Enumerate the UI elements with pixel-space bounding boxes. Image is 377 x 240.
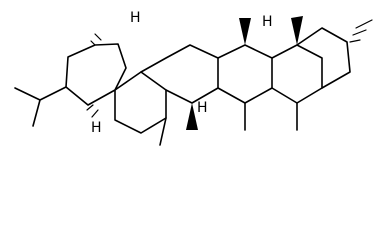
atom-label-h3: H (91, 120, 102, 136)
ring-b-bonds (217, 44, 273, 104)
atom-label-h2: H (262, 14, 273, 30)
hash-bonds (86, 19, 373, 118)
wedge-bonds (186, 16, 303, 130)
ring-e-bonds (65, 43, 127, 106)
hydrogen-labels: H H H H (91, 10, 273, 136)
wedge-methyl-top-right (291, 16, 303, 45)
methyl-bonds (159, 102, 298, 146)
skeletal-bonds (14, 27, 351, 146)
wedge-methyl-c (186, 103, 198, 130)
atom-label-h4: H (197, 100, 208, 116)
ring-d-bonds (114, 71, 167, 134)
molecule-structure: H H H H (14, 10, 373, 146)
ring-c-bonds (140, 44, 219, 104)
atom-label-h1: H (130, 10, 141, 26)
isopropyl-bonds (14, 86, 67, 127)
ring-f-bonds (296, 27, 351, 89)
ring-a-bonds (271, 44, 323, 104)
wedge-methyl-b (239, 18, 251, 45)
